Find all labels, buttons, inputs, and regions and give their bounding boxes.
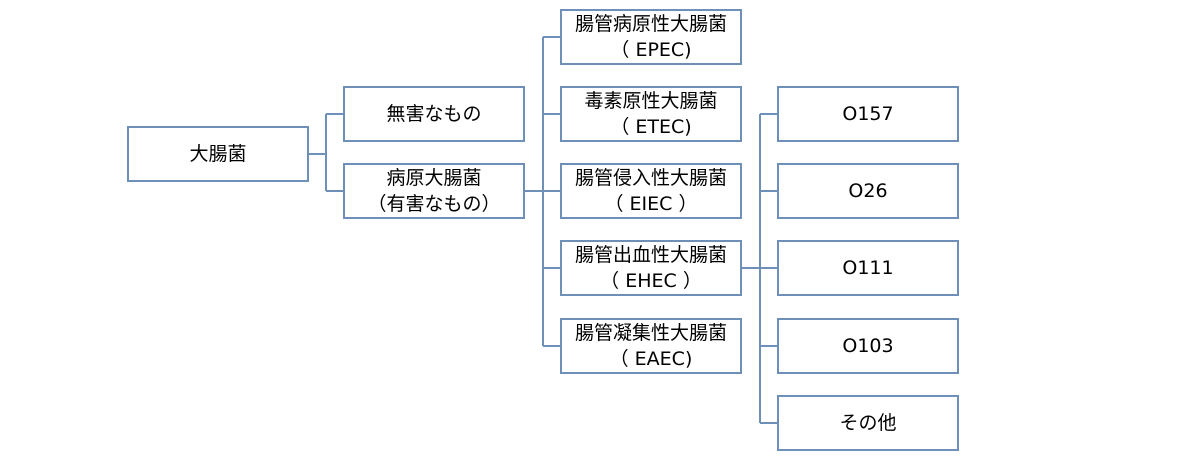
eiec-node: 腸管侵入性大腸菌 （ EIEC ） bbox=[560, 163, 742, 219]
o26-node: O26 bbox=[777, 163, 959, 219]
epec-node: 腸管病原性大腸菌 （ EPEC) bbox=[560, 9, 742, 65]
pathogenic-node: 病原大腸菌 （有害なもの） bbox=[343, 163, 525, 219]
others-label: その他 bbox=[839, 412, 897, 434]
etec-label-line1: 毒素原性大腸菌 bbox=[584, 90, 718, 112]
eiec-label-line2: （ EIEC ） bbox=[604, 193, 698, 215]
etec-node: 毒素原性大腸菌 （ ETEC) bbox=[560, 86, 742, 142]
harmless-node: 無害なもの bbox=[343, 86, 525, 142]
ehec-label-line2: （ EHEC ） bbox=[600, 270, 702, 292]
eiec-label-line1: 腸管侵入性大腸菌 bbox=[574, 167, 727, 189]
eaec-node: 腸管凝集性大腸菌 （ EAEC) bbox=[560, 318, 742, 374]
others-node: その他 bbox=[777, 395, 959, 451]
o103-label: O103 bbox=[842, 335, 894, 357]
root-node: 大腸菌 bbox=[127, 126, 309, 182]
ehec-node: 腸管出血性大腸菌 （ EHEC ） bbox=[560, 240, 742, 296]
epec-label-line2: （ EPEC) bbox=[610, 39, 692, 61]
o157-node: O157 bbox=[777, 86, 959, 142]
o111-node: O111 bbox=[777, 240, 959, 296]
eaec-label-line2: （ EAEC) bbox=[609, 348, 693, 370]
o111-label: O111 bbox=[842, 257, 894, 279]
pathogenic-label-line2: （有害なもの） bbox=[367, 193, 501, 215]
o157-label: O157 bbox=[842, 103, 894, 125]
ehec-label-line1: 腸管出血性大腸菌 bbox=[574, 244, 727, 266]
etec-label-line2: （ ETEC) bbox=[610, 116, 692, 138]
eaec-label-line1: 腸管凝集性大腸菌 bbox=[574, 322, 727, 344]
o103-node: O103 bbox=[777, 318, 959, 374]
o26-label: O26 bbox=[848, 180, 888, 202]
root-label: 大腸菌 bbox=[189, 143, 247, 165]
harmless-label: 無害なもの bbox=[386, 103, 482, 125]
pathogenic-label-line1: 病原大腸菌 bbox=[386, 167, 482, 189]
epec-label-line1: 腸管病原性大腸菌 bbox=[574, 13, 727, 35]
